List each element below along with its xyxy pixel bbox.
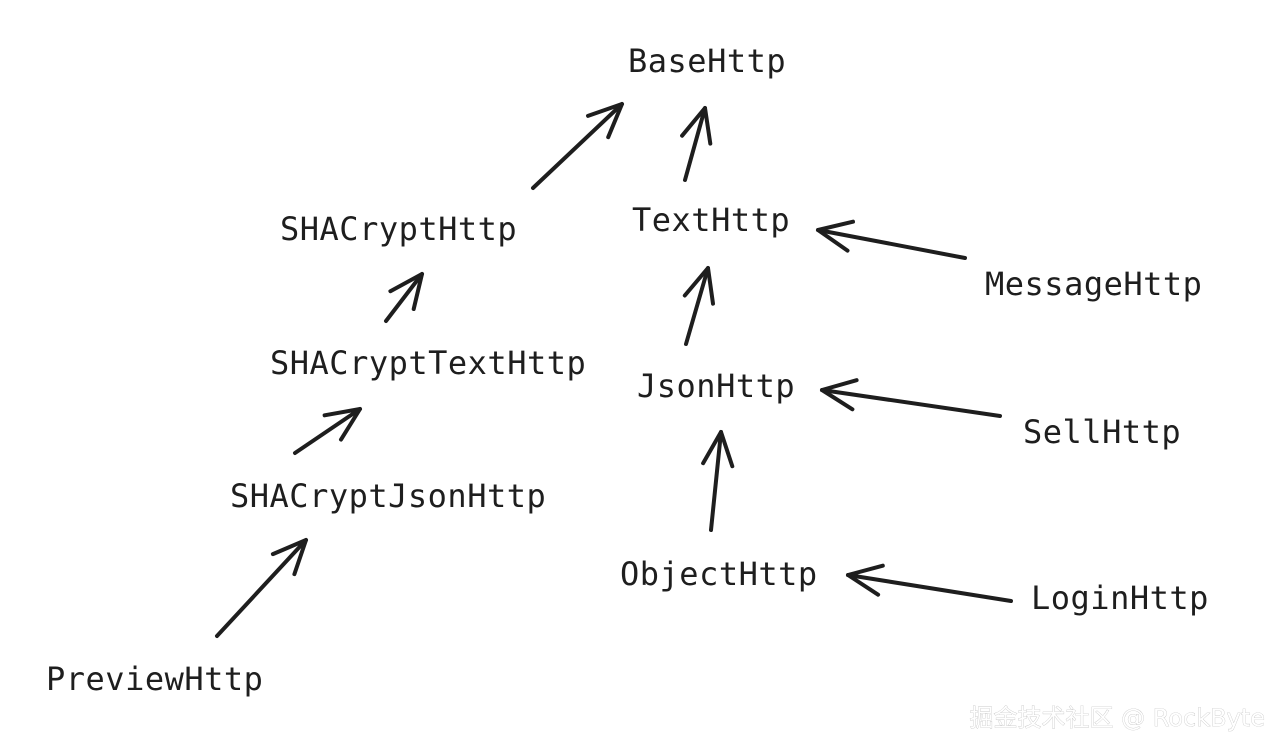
watermark: 掘金技术社区 @ RockByte: [970, 704, 1265, 732]
arrow-shaft: [820, 388, 1002, 418]
arrow-shaft: [293, 407, 362, 455]
arrow-shaft: [816, 228, 967, 260]
node-message-http: MessageHttp: [985, 265, 1202, 303]
node-preview-http: PreviewHttp: [46, 660, 263, 698]
diagram-edges: [215, 102, 1013, 638]
arrow-sell-to-json: [820, 378, 1002, 418]
arrow-shajson-to-shatext: [293, 407, 362, 455]
arrowhead: [846, 563, 885, 597]
arrowhead: [820, 378, 859, 412]
arrow-message-to-text: [816, 219, 967, 260]
arrow-preview-to-shajson: [215, 538, 308, 638]
arrowhead: [680, 106, 713, 146]
node-shacrypt-text-http: SHACryptTextHttp: [270, 344, 586, 382]
arrowhead: [322, 407, 362, 442]
arrow-shacrypt-to-base: [531, 102, 624, 190]
arrow-shaft: [684, 266, 710, 346]
node-object-http: ObjectHttp: [620, 555, 818, 593]
node-base-http: BaseHttp: [628, 42, 786, 80]
arrowhead: [388, 272, 424, 311]
arrow-shatext-to-shacrypt: [384, 272, 424, 323]
arrow-shaft: [846, 573, 1013, 603]
arrow-shaft: [215, 538, 308, 638]
arrow-text-to-base: [680, 106, 713, 182]
arrowhead: [682, 266, 715, 306]
arrow-shaft: [531, 102, 624, 190]
arrow-object-to-json: [701, 430, 735, 532]
arrow-login-to-object: [846, 563, 1013, 603]
arrow-json-to-text: [682, 266, 715, 346]
arrow-shaft: [384, 272, 424, 323]
arrowhead: [701, 430, 735, 469]
arrowhead: [586, 102, 624, 140]
diagram-nodes: BaseHttp SHACryptHttp TextHttp MessageHt…: [46, 42, 1209, 698]
node-login-http: LoginHttp: [1031, 579, 1209, 617]
arrow-shaft: [683, 106, 707, 182]
node-sell-http: SellHttp: [1023, 413, 1181, 451]
node-shacrypt-json-http: SHACryptJsonHttp: [230, 477, 546, 515]
node-text-http: TextHttp: [632, 201, 790, 239]
arrow-shaft: [709, 430, 723, 532]
node-json-http: JsonHttp: [637, 367, 795, 405]
arrowhead: [270, 538, 308, 577]
arrowhead: [816, 219, 855, 253]
node-shacrypt-http: SHACryptHttp: [280, 210, 517, 248]
